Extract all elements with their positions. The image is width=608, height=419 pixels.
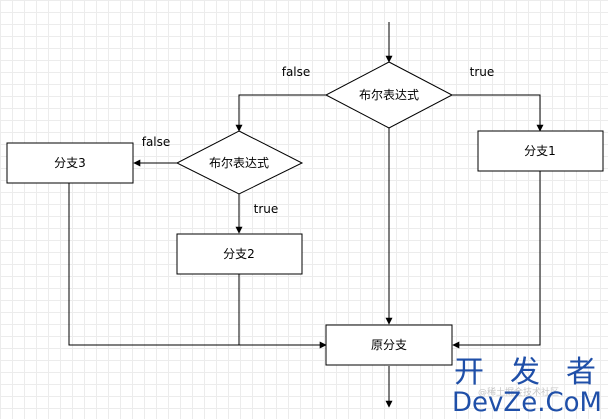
decision-left-label: 布尔表达式: [209, 155, 269, 170]
top-true-label: true: [470, 65, 495, 79]
top-false-label: false: [282, 65, 311, 79]
merge-node: 原分支: [325, 324, 453, 366]
branch3-label: 分支3: [54, 156, 86, 170]
branch3-node: 分支3: [6, 142, 134, 184]
watermark-logo: 开 发 者 @稀土掘金技术社区 DevZe.CoM: [452, 355, 602, 418]
decision-left-node: 布尔表达式: [175, 130, 304, 195]
left-true-label: true: [254, 202, 279, 216]
watermark-char-1: 开: [454, 355, 484, 390]
watermark-subtext: @稀土掘金技术社区: [478, 386, 559, 398]
watermark-char-2: 发: [510, 355, 540, 390]
left-false-label: false: [142, 135, 171, 149]
branch3-to-merge-edge: [68, 183, 327, 349]
merge-label: 原分支: [371, 338, 407, 352]
branch1-node: 分支1: [477, 130, 604, 172]
decision-top-node: 布尔表达式: [324, 61, 454, 129]
top-false-edge: [235, 94, 326, 132]
decision-top-label: 布尔表达式: [359, 87, 419, 102]
branch1-label: 分支1: [524, 144, 556, 158]
branch2-node: 分支2: [176, 233, 303, 275]
branch2-label: 分支2: [223, 247, 255, 261]
branch1-to-merge-edge: [452, 171, 541, 349]
top-true-edge: [452, 94, 544, 132]
watermark-char-3: 者: [566, 355, 596, 390]
watermark-site: DevZe.CoM: [452, 387, 602, 418]
